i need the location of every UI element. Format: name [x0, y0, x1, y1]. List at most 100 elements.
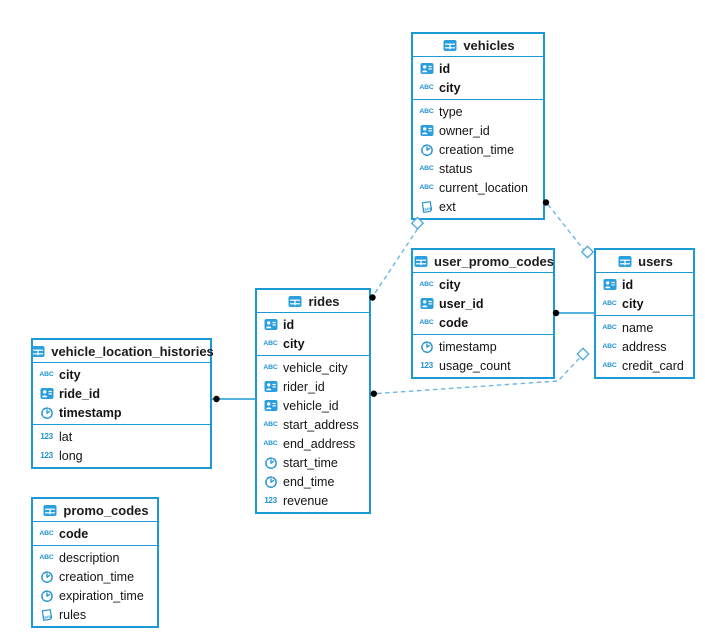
column-creation_time[interactable]: creation_time [33, 567, 157, 586]
column-name: description [59, 550, 120, 565]
table-header[interactable]: vehicle_location_histories [31, 340, 214, 363]
column-id[interactable]: id [257, 315, 369, 334]
table-header[interactable]: rides [257, 290, 369, 313]
table-icon [29, 345, 46, 358]
datetime-icon [262, 475, 279, 489]
string-icon: ABC [602, 300, 617, 307]
column-timestamp[interactable]: timestamp [413, 337, 553, 356]
column-name[interactable]: ABC name [596, 318, 693, 337]
column-name: start_address [283, 417, 359, 432]
section-divider [33, 545, 157, 546]
column-rider_id[interactable]: rider_id [257, 377, 369, 396]
table-name: promo_codes [63, 502, 149, 518]
table-header[interactable]: promo_codes [33, 499, 157, 522]
svg-text:JSON: JSON [422, 206, 433, 211]
column-name: revenue [283, 493, 329, 508]
column-name: creation_time [439, 142, 515, 157]
column-revenue[interactable]: 123 revenue [257, 491, 369, 510]
section-divider [596, 315, 693, 316]
json-icon: JSON [418, 200, 435, 214]
column-creation_time[interactable]: creation_time [413, 140, 543, 159]
column-start_time[interactable]: start_time [257, 453, 369, 472]
column-name: city [439, 277, 461, 292]
column-end_time[interactable]: end_time [257, 472, 369, 491]
number-icon: 123 [40, 451, 53, 460]
string-icon: ABC [602, 324, 617, 331]
json-icon: JSON [38, 608, 55, 622]
table-name: vehicles [463, 37, 515, 53]
datetime-icon [38, 406, 55, 420]
string-icon: ABC [419, 184, 434, 191]
column-name: type [439, 104, 463, 119]
table-icon [616, 255, 633, 268]
string-icon: ABC [39, 530, 54, 537]
table-header[interactable]: users [596, 250, 693, 273]
string-icon: ABC [419, 281, 434, 288]
column-name: credit_card [622, 358, 684, 373]
column-rules[interactable]: JSON rules [33, 605, 157, 624]
table-icon [441, 39, 458, 52]
column-start_address[interactable]: ABC start_address [257, 415, 369, 434]
column-name: rules [59, 607, 87, 622]
string-icon: ABC [419, 165, 434, 172]
string-icon: ABC [263, 440, 278, 447]
svg-text:JSON: JSON [42, 614, 53, 619]
string-icon: ABC [263, 421, 278, 428]
column-name: city [622, 296, 644, 311]
column-name: start_time [283, 455, 338, 470]
column-name: owner_id [439, 123, 490, 138]
column-timestamp[interactable]: timestamp [33, 403, 210, 422]
column-name: lat [59, 429, 73, 444]
column-name: creation_time [59, 569, 135, 584]
section-divider [33, 424, 210, 425]
column-name: end_time [283, 474, 335, 489]
table-name: users [638, 253, 673, 269]
column-id[interactable]: id [596, 275, 693, 294]
datetime-icon [38, 570, 55, 584]
column-vehicle_id[interactable]: vehicle_id [257, 396, 369, 415]
id-badge-icon [601, 278, 618, 291]
column-city[interactable]: ABC city [596, 294, 693, 313]
column-name: name [622, 320, 654, 335]
section-divider [257, 355, 369, 356]
column-code[interactable]: ABC code [33, 524, 157, 543]
column-owner_id[interactable]: owner_id [413, 121, 543, 140]
string-icon: ABC [39, 371, 54, 378]
column-name: code [59, 526, 89, 541]
column-ride_id[interactable]: ride_id [33, 384, 210, 403]
table-header[interactable]: vehicles [413, 34, 543, 57]
column-expiration_time[interactable]: expiration_time [33, 586, 157, 605]
table-header[interactable]: user_promo_codes [413, 250, 554, 273]
column-user_id[interactable]: user_id [413, 294, 553, 313]
column-name: user_id [439, 296, 484, 311]
column-name: id [439, 61, 451, 76]
section-divider [413, 334, 553, 335]
column-id[interactable]: id [413, 59, 543, 78]
number-icon: 123 [264, 496, 277, 505]
column-city[interactable]: ABC city [413, 275, 553, 294]
relationship-vehicle_location_histories-rides [212, 395, 255, 403]
